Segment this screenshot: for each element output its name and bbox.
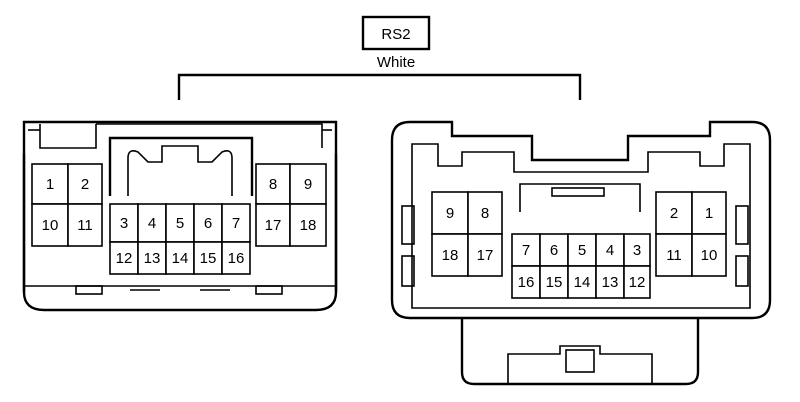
male-side-rib	[735, 255, 749, 287]
male-pin-label: 15	[546, 274, 563, 291]
connector-name-box	[361, 15, 431, 51]
female-bottom-rib	[75, 285, 103, 295]
male-pin-label: 10	[701, 247, 718, 264]
female-pin-label: 14	[172, 250, 189, 267]
female-pin-cavity	[31, 203, 69, 247]
male-pin-label: 2	[670, 205, 678, 222]
male-pin-label: 9	[446, 205, 454, 222]
male-pin-label: 13	[602, 274, 619, 291]
male-pin-label: 5	[578, 242, 586, 259]
female-pin-label: 17	[265, 217, 282, 234]
male-pin-cavity	[623, 265, 651, 299]
female-body-outline	[22, 120, 338, 312]
male-latch	[551, 187, 605, 197]
female-pin-cavity	[289, 163, 327, 205]
female-top-step-left	[39, 124, 97, 149]
female-top-band	[96, 123, 323, 148]
male-pin-cavity	[511, 233, 541, 267]
male-pin-label: 8	[481, 205, 489, 222]
female-pin-label: 10	[42, 217, 59, 234]
male-pin-label: 12	[629, 274, 646, 291]
female-pin-cavity	[289, 203, 327, 247]
male-pin-cavity	[431, 191, 469, 235]
male-inner-outline	[411, 143, 751, 309]
female-pin-cavity	[165, 241, 195, 275]
male-pin-label: 17	[477, 247, 494, 264]
male-side-rib	[401, 205, 415, 245]
male-pin-cavity	[655, 191, 693, 235]
female-pin-cavity	[67, 203, 103, 247]
female-pin-cavity	[109, 241, 139, 275]
male-pin-label: 3	[633, 242, 641, 259]
female-pin-cavity	[221, 203, 251, 243]
male-pin-label: 7	[522, 242, 530, 259]
male-pin-cavity	[691, 233, 727, 277]
male-pin-label: 1	[705, 205, 713, 222]
male-side-rib	[401, 255, 415, 287]
female-pin-cavity	[137, 241, 167, 275]
female-pin-label: 11	[77, 217, 93, 234]
male-pin-label: 16	[518, 274, 535, 291]
female-pin-label: 7	[232, 215, 240, 232]
male-pin-label: 14	[574, 274, 591, 291]
connector-color: White	[377, 54, 415, 71]
female-pin-cavity	[221, 241, 251, 275]
male-body-outline	[390, 120, 772, 320]
female-pin-label: 13	[144, 250, 161, 267]
female-pin-label: 4	[148, 215, 156, 232]
female-pin-label: 18	[300, 217, 317, 234]
male-pin-cavity	[467, 233, 503, 277]
female-pin-label: 3	[120, 215, 128, 232]
female-pin-label: 1	[46, 176, 54, 193]
female-latch	[127, 145, 233, 196]
male-side-rib	[735, 205, 749, 245]
female-pin-cavity	[255, 203, 291, 247]
female-pin-label: 12	[116, 250, 133, 267]
female-pin-label: 15	[200, 250, 217, 267]
female-pin-cavity	[255, 163, 291, 205]
male-pin-label: 11	[666, 247, 682, 264]
female-pin-label: 16	[228, 250, 245, 267]
female-pin-label: 2	[81, 176, 89, 193]
female-pin-label: 9	[304, 176, 312, 193]
male-pin-label: 6	[550, 242, 558, 259]
male-pin-label: 18	[442, 247, 459, 264]
female-bottom-rib	[255, 285, 283, 295]
male-pin-label: 4	[606, 242, 614, 259]
female-pin-label: 5	[176, 215, 184, 232]
female-pin-cavity	[67, 163, 103, 205]
female-pin-label: 8	[269, 176, 277, 193]
bracket-line	[177, 73, 582, 100]
male-pin-cavity	[595, 265, 625, 299]
connector-name: RS2	[381, 26, 410, 43]
male-pin-cavity	[431, 233, 469, 277]
female-pin-label: 6	[204, 215, 212, 232]
female-latch-housing	[108, 136, 254, 196]
male-lock-tab	[460, 318, 700, 386]
male-pin-cavity	[691, 191, 727, 235]
